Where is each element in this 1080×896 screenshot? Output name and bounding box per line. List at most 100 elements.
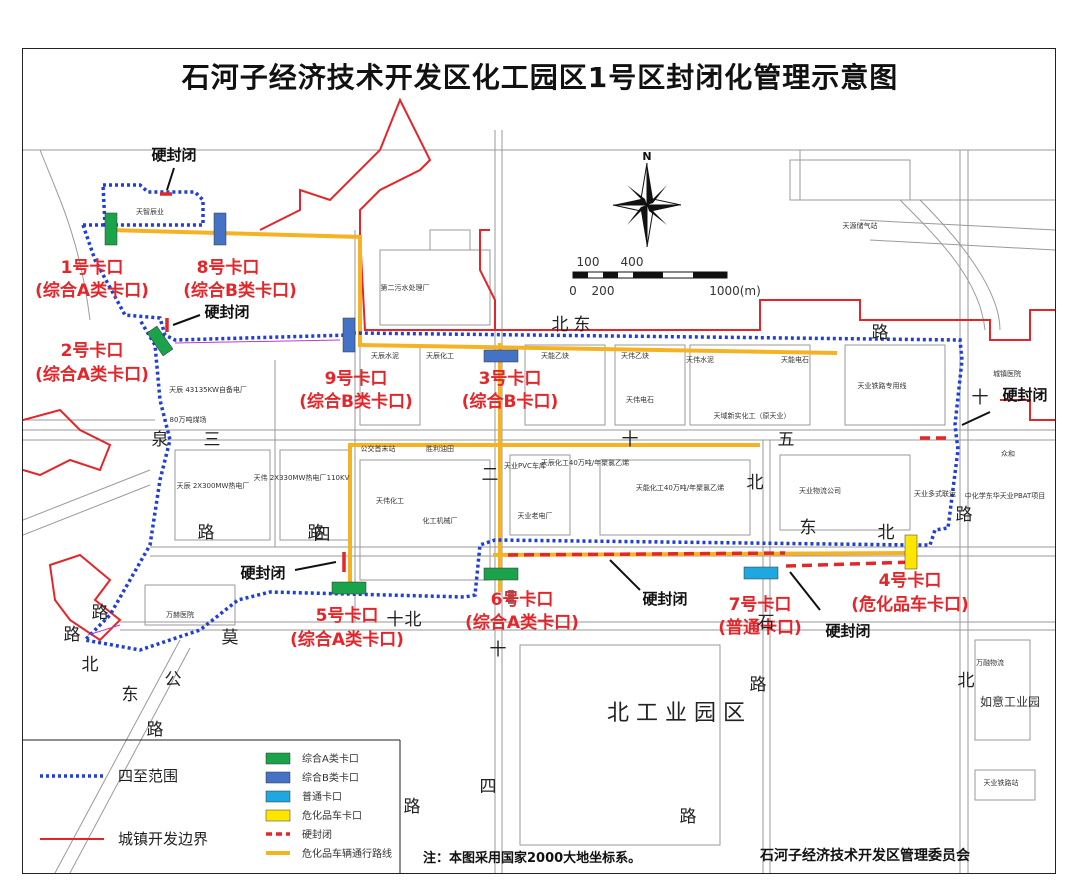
pointer-arrows	[166, 167, 991, 611]
facility-label: 天伟电石	[626, 395, 654, 404]
facility-label: 城镇医院	[993, 369, 1021, 378]
road-label: 二	[482, 465, 499, 485]
road-label: 北	[958, 671, 975, 691]
cp3-marker	[483, 349, 519, 363]
cp4-name: 4号卡口	[879, 570, 942, 591]
facility-label: 天辰 2X300MW热电厂	[177, 481, 250, 490]
facility-label: 天业铁路站	[984, 778, 1019, 787]
cp4-type: (危化品车卡口)	[851, 594, 969, 615]
road-label: 路	[198, 523, 215, 543]
road-label: 北	[878, 523, 895, 543]
map-title: 石河子经济技术开发区化工园区1号区封闭化管理示意图	[181, 61, 899, 94]
urban-boundary	[23, 97, 1055, 642]
facility-label: 天伟 2X330MW热电厂	[254, 473, 327, 482]
road-network	[23, 130, 1055, 873]
facility-label: 80万吨煤场	[170, 415, 207, 424]
facility-label: 天业老电厂	[518, 511, 553, 520]
facility-label: 天能化工40万吨/年聚氯乙烯	[636, 483, 724, 492]
legend-swatch	[265, 771, 291, 784]
legend-label: 危化品车卡口	[302, 809, 362, 822]
road-label: 路	[872, 323, 889, 343]
cp3-type: (综合B卡口)	[462, 391, 559, 412]
cp7-name: 7号卡口	[729, 594, 792, 615]
facility-label: 天智辰业	[136, 207, 164, 216]
road-label: 北	[747, 473, 764, 493]
legend-swatch	[265, 790, 291, 803]
road-label: 四	[480, 777, 497, 797]
hard-closure-label-6: 硬封闭	[1002, 386, 1047, 404]
facility-label: 天域新实化工（原天业）	[714, 411, 791, 420]
legend-boundary-label: 四至范围	[118, 767, 178, 785]
cp9-marker	[342, 317, 356, 353]
checkpoint-markers	[104, 212, 918, 595]
road-label: 公	[165, 670, 182, 690]
road-label: 十	[972, 388, 989, 408]
road-label: 东	[800, 518, 817, 538]
facility-label: 天业物流公司	[799, 486, 841, 495]
facility-label: 众和	[1001, 449, 1015, 458]
cp7-type: (普通卡口)	[718, 617, 802, 638]
legend-label: 综合A类卡口	[302, 752, 359, 765]
facility-label: 天辰 43135KW自备电厂	[169, 385, 247, 394]
hard-closure-label-3: 硬封闭	[240, 564, 285, 582]
road-label: 十	[622, 430, 639, 450]
footer-org: 石河子经济技术开发区管理委员会	[759, 847, 971, 864]
cp1-marker	[104, 212, 118, 246]
cp5-marker	[331, 581, 367, 595]
hard-closure-label-5: 硬封闭	[825, 622, 870, 640]
legend-urban-label: 城镇开发边界	[118, 830, 208, 848]
facility-label: 天能电石	[781, 355, 809, 364]
cp4-marker	[904, 534, 918, 570]
road-label: 路	[92, 603, 109, 623]
cp3-name: 3号卡口	[479, 368, 542, 389]
cp2-marker	[146, 325, 174, 357]
road-label: 路	[750, 675, 767, 695]
hard-closure-label-2: 硬封闭	[204, 303, 249, 321]
cp2-name: 2号卡口	[61, 340, 124, 361]
facility-label: 天源储气站	[843, 221, 878, 230]
road-label: 泉	[152, 430, 169, 450]
road-label: 路	[956, 505, 973, 525]
road-label: 十	[490, 640, 507, 660]
facility-label: 天业PVC车库	[504, 461, 546, 470]
facility-label: 天业多式联运	[914, 489, 956, 498]
scale-tick-400: 400	[621, 255, 644, 269]
legend-label: 硬封闭	[302, 828, 332, 841]
cp2-type: (综合A类卡口)	[35, 364, 149, 385]
road-label: 石	[758, 613, 775, 633]
facility-label: 中化学东华天业PBAT项目	[965, 491, 1046, 500]
map-frame	[22, 48, 1056, 874]
road-label: 路	[680, 807, 697, 827]
road-label: 东	[122, 685, 139, 705]
facility-labels: 天智辰业天源储气站第二污水处理厂天辰水泥天辰化工天能乙炔天伟乙炔天伟水泥天能电石…	[136, 207, 1045, 787]
hard-closure-label-1: 硬封闭	[151, 146, 196, 164]
facility-label: 天业铁路专用线	[858, 381, 907, 390]
road-label: 北	[552, 315, 569, 335]
cp5-name: 5号卡口	[316, 605, 379, 626]
district-boundary	[81, 183, 964, 652]
scale-tick-0: 0	[569, 284, 577, 298]
cp8-marker	[213, 212, 227, 246]
facility-label: 天伟乙炔	[621, 351, 649, 360]
road-label: 路	[308, 523, 325, 543]
road-label: 路	[64, 625, 81, 645]
facility-label: 万融物流	[976, 658, 1004, 667]
legend-label: 危化品车辆通行路线	[302, 847, 392, 860]
cp8-type: (综合B类卡口)	[183, 280, 297, 301]
scale-tick-1000: 1000(m)	[709, 284, 761, 298]
road-labels: 北东路泉三十五二四北东路路北十路北十石莫公路路北东路路北十四路路	[64, 315, 989, 827]
road-label: 东	[574, 315, 591, 335]
hard-closures	[160, 192, 952, 572]
legend-swatch	[265, 752, 291, 765]
cp1-type: (综合A类卡口)	[35, 280, 149, 301]
cp9-type: (综合B类卡口)	[299, 391, 413, 412]
road-label: 五	[778, 430, 795, 450]
road-label: 路	[147, 720, 164, 740]
scale-tick-200: 200	[592, 284, 615, 298]
facility-label: 天能乙炔	[541, 351, 569, 360]
facility-label: 天伟水泥	[686, 355, 714, 364]
road-label: 三	[204, 430, 221, 450]
road-label: 北	[82, 655, 99, 675]
